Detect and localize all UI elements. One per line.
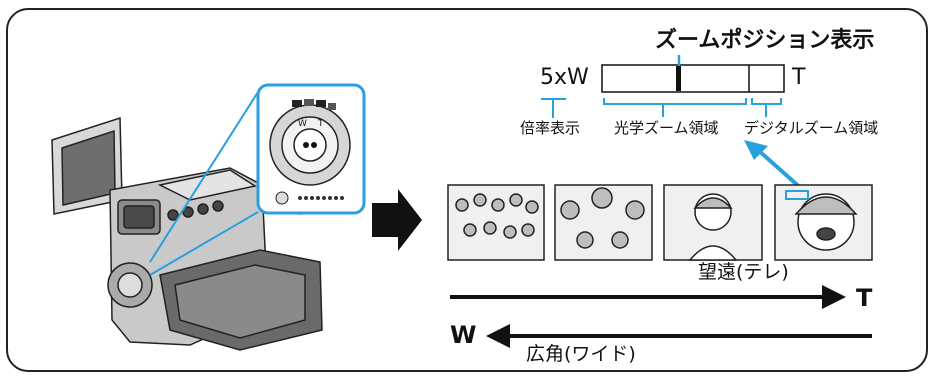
wide-letter: W (450, 321, 477, 349)
wide-label: 広角(ワイド) (526, 343, 636, 365)
tele-label: 望遠(テレ) (698, 261, 789, 283)
dial-w-mark: W (298, 119, 307, 129)
zoom-bar (601, 64, 785, 93)
zoom-position-title: ズームポジション表示 (655, 28, 875, 53)
optical-zoom-bracket (603, 98, 747, 117)
digital-highlight-box (785, 190, 809, 200)
big-right-arrow (372, 189, 422, 251)
zoom-sample-frames (447, 184, 873, 261)
zoom-dial-inset (256, 83, 366, 215)
tele-arrow (450, 285, 846, 309)
optical-zoom-label: 光学ズーム領域 (614, 119, 719, 137)
magnification-value: 5xW (540, 65, 589, 90)
digital-zoom-label: デジタルズーム領域 (744, 119, 879, 137)
tele-letter: T (856, 284, 873, 312)
digital-zoom-bracket (751, 98, 782, 117)
callout-line-bottom (149, 211, 259, 276)
wide-arrow (486, 324, 872, 348)
dial-t-mark: T (318, 119, 324, 129)
tele-end-mark: T (792, 65, 806, 90)
magnification-label: 倍率表示 (520, 119, 581, 137)
frame-wide (447, 184, 545, 261)
magnification-bracket (541, 98, 566, 118)
digital-pointer-arrow (744, 140, 805, 192)
zoom-position-marker (676, 66, 681, 91)
camcorder-illustration (51, 116, 323, 351)
callout-line-top (149, 91, 259, 263)
diagram-frame (6, 8, 928, 372)
